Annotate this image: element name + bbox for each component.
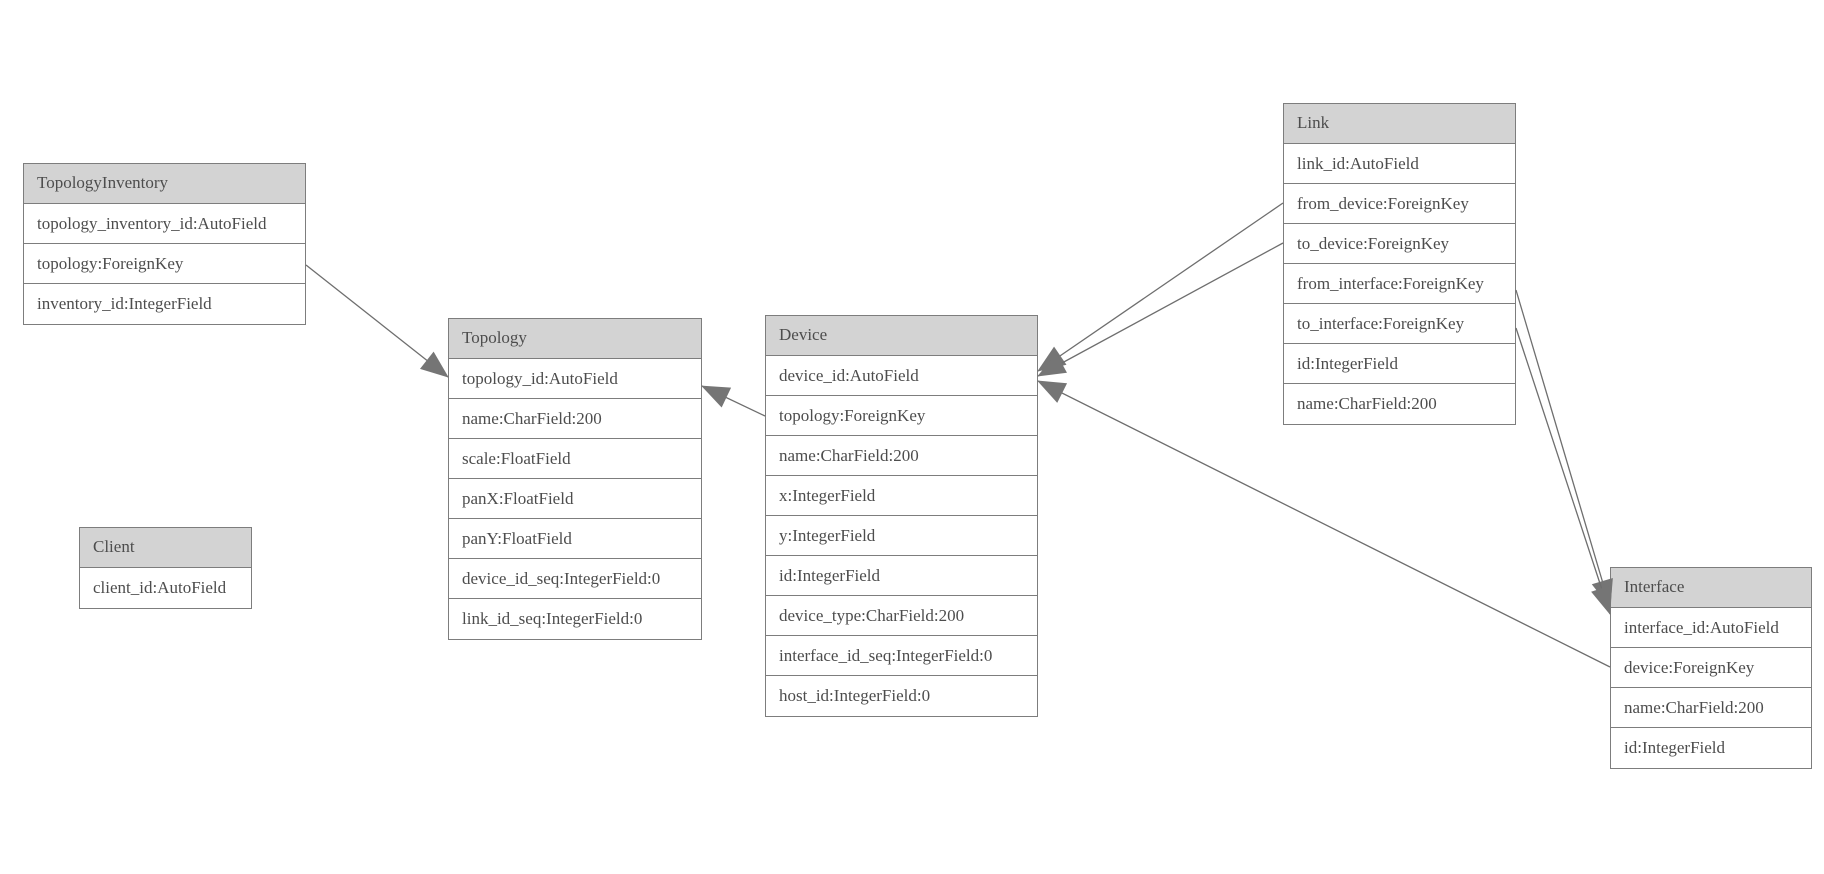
entity-field-row: name:CharField:200 <box>766 436 1037 476</box>
entity-field-row: to_device:ForeignKey <box>1284 224 1515 264</box>
entity-field-row: topology_id:AutoField <box>449 359 701 399</box>
entity-field-row: topology:ForeignKey <box>24 244 305 284</box>
entity-header: Topology <box>449 319 701 359</box>
entity-field-row: name:CharField:200 <box>1611 688 1811 728</box>
entity-field-row: name:CharField:200 <box>449 399 701 439</box>
entity-field-row: id:IntegerField <box>1284 344 1515 384</box>
relationship-line-link-to-interface <box>1515 327 1613 615</box>
entity-field-row: device_type:CharField:200 <box>766 596 1037 636</box>
entity-field-row: from_interface:ForeignKey <box>1284 264 1515 304</box>
entity-header: Device <box>766 316 1037 356</box>
relationship-line-topologyinventory-topology <box>305 264 449 378</box>
entity-field-row: name:CharField:200 <box>1284 384 1515 424</box>
relationship-line-link-from-interface <box>1515 289 1613 608</box>
entity-field-row: from_device:ForeignKey <box>1284 184 1515 224</box>
relationship-line-link-from-device <box>1037 202 1284 372</box>
entity-field-row: panY:FloatField <box>449 519 701 559</box>
entity-field-row: to_interface:ForeignKey <box>1284 304 1515 344</box>
entity-header: TopologyInventory <box>24 164 305 204</box>
entity-field-row: topology:ForeignKey <box>766 396 1037 436</box>
relationship-line-link-to-device <box>1037 242 1284 377</box>
entity-field-row: host_id:IntegerField:0 <box>766 676 1037 716</box>
entity-field-row: inventory_id:IntegerField <box>24 284 305 324</box>
entity-header: Client <box>80 528 251 568</box>
entity-field-row: link_id_seq:IntegerField:0 <box>449 599 701 639</box>
entity-field-row: y:IntegerField <box>766 516 1037 556</box>
entity-field-row: interface_id_seq:IntegerField:0 <box>766 636 1037 676</box>
entity-field-row: topology_inventory_id:AutoField <box>24 204 305 244</box>
entity-field-row: panX:FloatField <box>449 479 701 519</box>
entity-header: Link <box>1284 104 1515 144</box>
entity-field-row: id:IntegerField <box>1611 728 1811 768</box>
entity-field-row: x:IntegerField <box>766 476 1037 516</box>
relationship-line-device-topology <box>701 385 766 417</box>
entity-field-row: client_id:AutoField <box>80 568 251 608</box>
entity-field-row: interface_id:AutoField <box>1611 608 1811 648</box>
entity-field-row: device_id:AutoField <box>766 356 1037 396</box>
entity-field-row: id:IntegerField <box>766 556 1037 596</box>
entity-header: Interface <box>1611 568 1811 608</box>
entity-field-row: scale:FloatField <box>449 439 701 479</box>
entity-field-row: device_id_seq:IntegerField:0 <box>449 559 701 599</box>
entity-field-row: device:ForeignKey <box>1611 648 1811 688</box>
entity-field-row: link_id:AutoField <box>1284 144 1515 184</box>
